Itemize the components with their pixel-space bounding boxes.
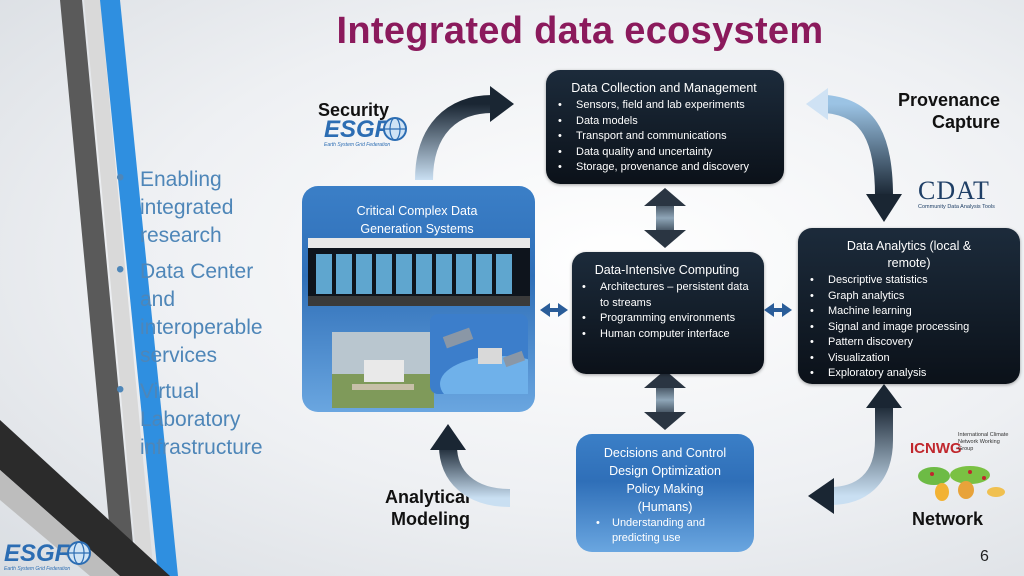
decisions-title: Decisions and Control Design Optimizatio… — [603, 446, 727, 514]
list-item: Human computer interface — [578, 327, 756, 343]
list-item: Programming environments — [578, 311, 756, 327]
bullet-list: Enabling integrated research Data Center… — [112, 164, 287, 470]
cdat-logo: CDAT Community Data Analysis Tools — [918, 178, 1008, 216]
arrow-provenance — [806, 88, 902, 222]
list-item: Machine learning — [806, 304, 1012, 320]
critical-systems-title: Critical Complex Data Generation Systems — [356, 204, 478, 236]
critical-systems-box: Critical Complex Data Generation Systems — [302, 186, 535, 412]
analytical-label: Analytical Modeling — [384, 487, 470, 529]
arrow-network — [808, 384, 902, 514]
data-analytics-title: Data Analytics (local & remote) — [846, 239, 972, 270]
arrow-security — [415, 86, 514, 181]
bullet-marker: • — [596, 517, 600, 529]
security-label: Security — [318, 100, 390, 120]
globe-icon — [67, 541, 91, 565]
field-station-image — [332, 332, 434, 408]
world-map-icon — [918, 466, 1005, 501]
double-arrow-left — [540, 303, 568, 317]
esgf-logo-subtitle: Earth System Grid Federation — [324, 142, 391, 148]
icnwg-logo: ICNWG International Climate Network Work… — [910, 432, 1014, 502]
list-item: Descriptive statistics — [806, 273, 1012, 289]
decisions-list: •Understanding and predicting use — [584, 516, 746, 546]
data-collection-list: Sensors, field and lab experiments Data … — [554, 98, 774, 176]
list-item: •Understanding and predicting use — [596, 517, 705, 544]
decisions-box: Decisions and Control Design Optimizatio… — [576, 434, 754, 552]
double-arrow-right — [764, 303, 792, 317]
list-item: Exploratory analysis — [806, 366, 1012, 382]
esgf-logo-top: ESGF Earth System Grid Federation — [324, 116, 408, 148]
list-item: Transport and communications — [554, 129, 774, 145]
supercomputer-image — [308, 238, 530, 306]
esgf-logo-subtitle: Earth System Grid Federation — [4, 566, 71, 572]
slide-title: Integrated data ecosystem — [336, 10, 824, 52]
data-collection-title: Data Collection and Management — [571, 81, 757, 95]
icnwg-logo-text: ICNWG — [910, 440, 962, 457]
data-collection-box: Data Collection and Management Sensors, … — [546, 70, 784, 184]
list-item: Sensors, field and lab experiments — [554, 98, 774, 114]
list-item: Storage, provenance and discovery — [554, 160, 774, 176]
globe-icon — [383, 117, 407, 141]
esgf-logo-text: ESGF — [4, 540, 70, 567]
double-arrow-bottom — [644, 370, 686, 430]
data-intensive-list: Architectures – persistent data to strea… — [578, 280, 756, 342]
double-arrow-top — [644, 188, 686, 248]
data-analytics-list: Descriptive statistics Graph analytics M… — [806, 273, 1012, 382]
list-item: Data quality and uncertainty — [554, 145, 774, 161]
satellite-image — [430, 314, 528, 394]
data-analytics-box: Data Analytics (local & remote) Descript… — [798, 228, 1020, 384]
list-item: Pattern discovery — [806, 335, 1012, 351]
list-item: Signal and image processing — [806, 320, 1012, 336]
list-item: Architectures – persistent data to strea… — [578, 280, 756, 311]
provenance-label: Provenance Capture — [897, 90, 1000, 132]
cdat-logo-subtitle: Community Data Analysis Tools — [918, 204, 995, 210]
page-number: 6 — [980, 548, 989, 565]
data-intensive-title: Data-Intensive Computing — [594, 263, 740, 277]
icnwg-logo-subtitle: International Climate Network Working Gr… — [958, 432, 1009, 452]
list-item: Visualization — [806, 351, 1012, 367]
esgf-logo-bottom: ESGF Earth System Grid Federation — [4, 540, 100, 574]
bullet-item: Virtual Laboratory infrastructure — [112, 376, 287, 462]
data-intensive-box: Data-Intensive Computing Architectures –… — [572, 252, 764, 374]
esgf-logo-text: ESGF — [324, 116, 390, 143]
cdat-logo-text: CDAT — [918, 176, 990, 205]
network-label: Network — [912, 509, 984, 529]
list-item: Data models — [554, 114, 774, 130]
arrow-analytical — [430, 424, 511, 507]
list-item: Graph analytics — [806, 289, 1012, 305]
bullet-item: Data Center and interoperable services — [112, 256, 287, 370]
bullet-item: Enabling integrated research — [112, 164, 287, 250]
